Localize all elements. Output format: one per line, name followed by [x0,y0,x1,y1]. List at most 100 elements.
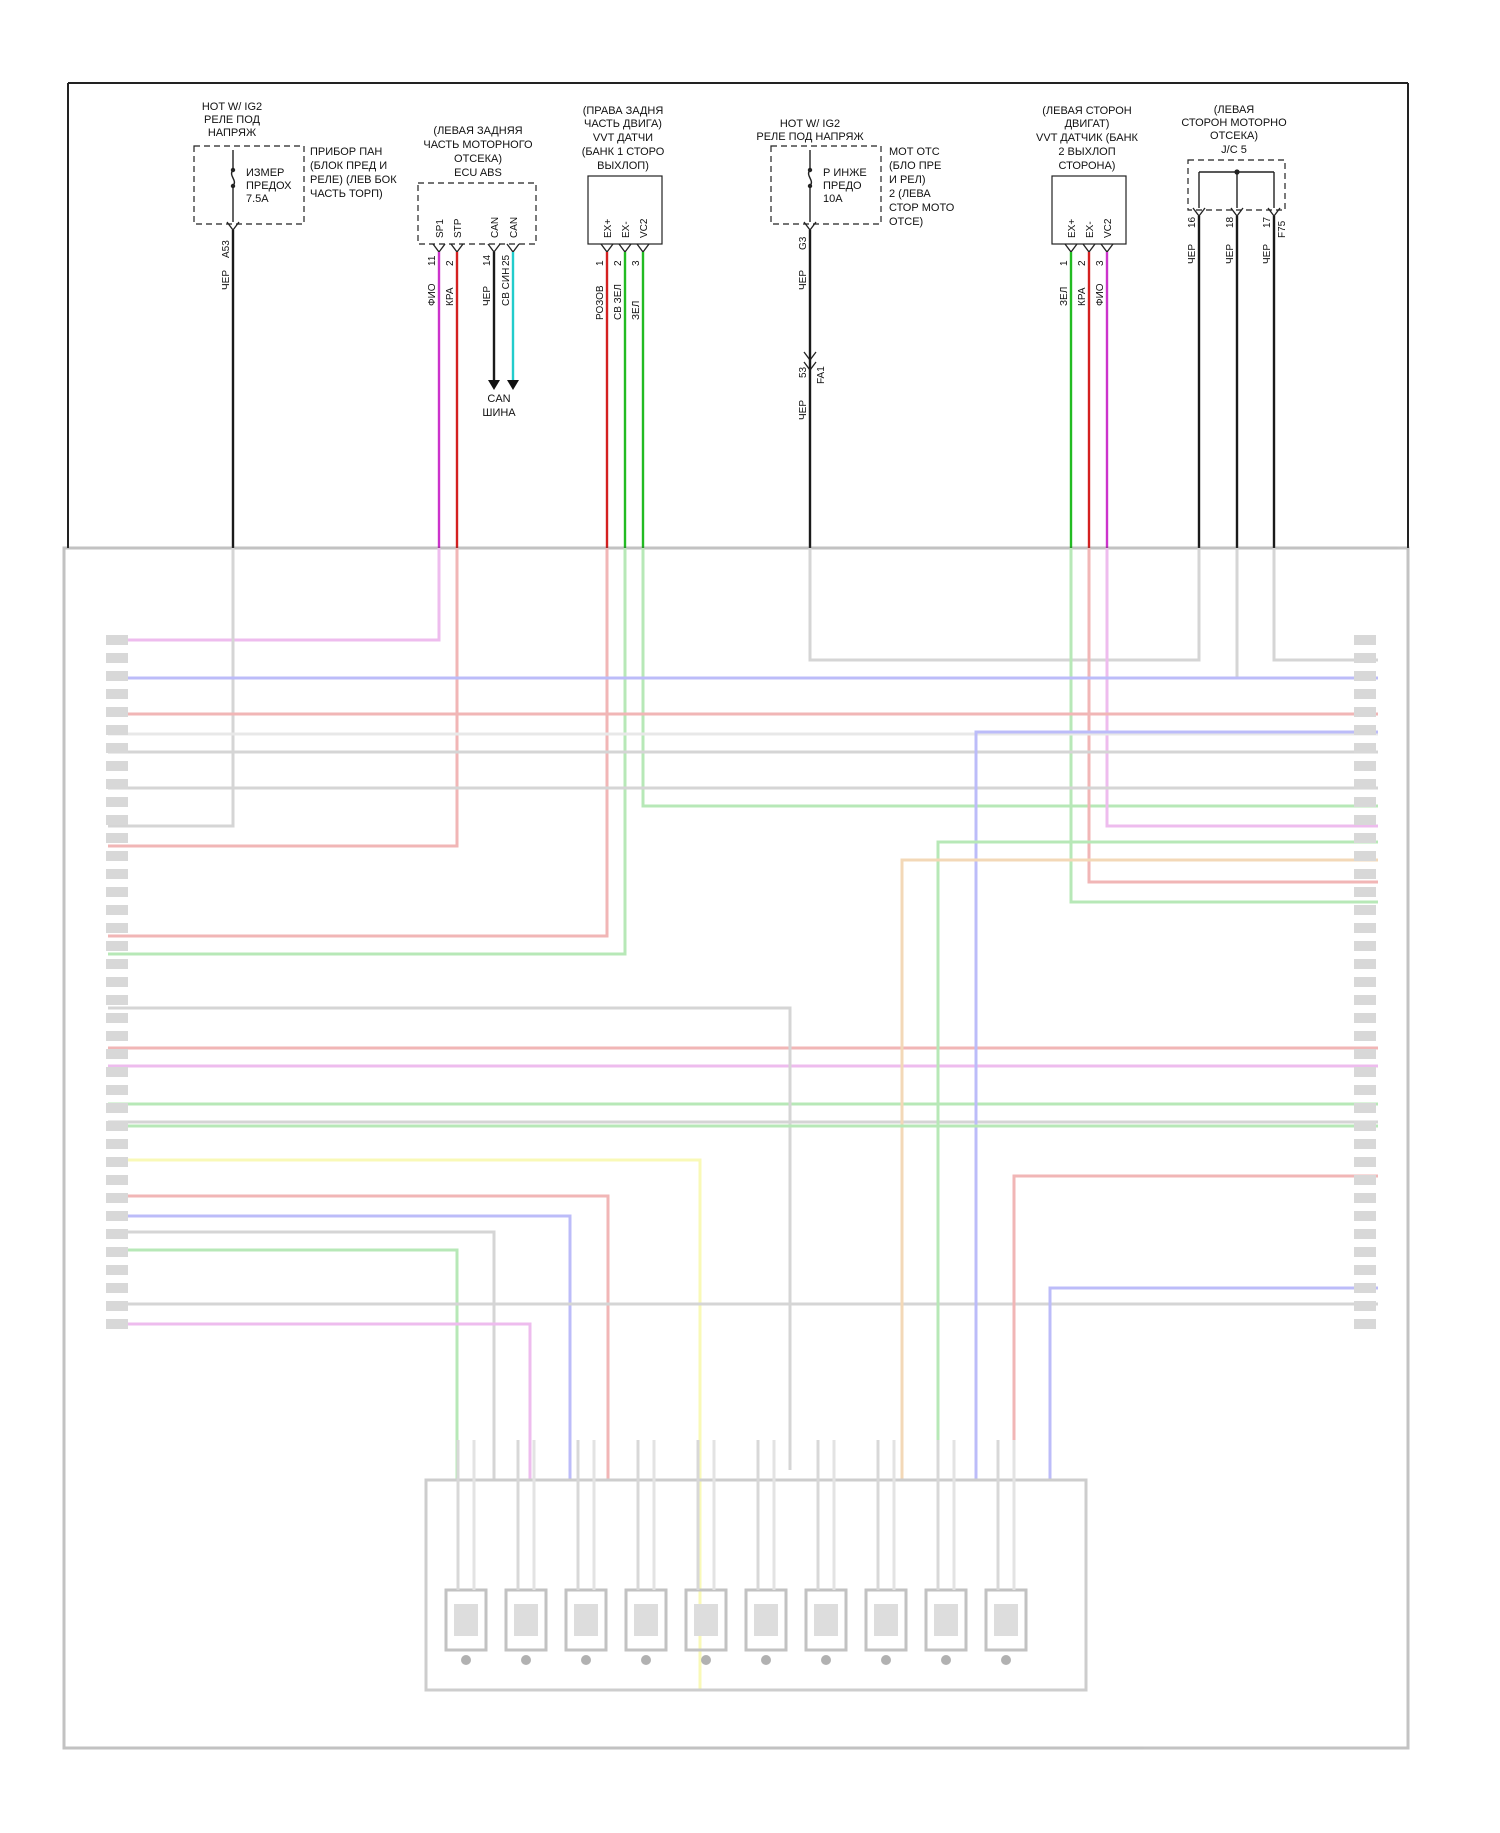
jc5-pin-number: 16 [1187,216,1198,228]
ecm-pin-stub [1354,1013,1376,1023]
ecm-pin-stub [1354,1301,1376,1311]
fuse-terminal-icon [808,168,812,172]
ecm-pin-stub [106,923,128,933]
vvt-left-location-2: ДВИГАТ) [1065,118,1110,130]
inj-wire-color: ЧЕР [798,270,809,290]
ecm-pin-stub [106,887,128,897]
gauge-location-1: ПРИБОР ПАН [310,146,382,158]
inj-connector-id: G3 [798,236,809,250]
inj-fuse-label-2: ПРЕДО [823,180,862,192]
abs-pin-number: 11 [427,255,438,266]
inj-inline-pin: 53 [798,366,809,378]
ecm-pin-stub [1354,887,1376,897]
harness-wire [108,1008,790,1470]
harness-wire [1050,1288,1378,1480]
ecm-pin-stub [106,1265,128,1275]
ecm-pin-stub [106,725,128,735]
ecm-pin-stub [1354,779,1376,789]
ecm-pin-stub [1354,1211,1376,1221]
ecm-pin-stub [106,941,128,951]
ecm-pin-stub [106,1175,128,1185]
gauge-location-2: (БЛОК ПРЕД И [310,160,387,172]
inj-location-3: И РЕЛ) [889,174,926,186]
vvt-right-pin-name: VC2 [639,218,650,238]
ecm-pin-stub [106,779,128,789]
connector-chevron-icon [1101,244,1113,252]
ecm-pin-stub [1354,869,1376,879]
ground-point-icon [581,1655,591,1665]
connector-chevron-icon [227,222,239,230]
gauge-fuse-block: HOT W/ IG2 РЕЛЕ ПОД НАПРЯЖ ИЗМЕР ПРЕДОХ … [194,101,397,548]
ecm-pin-stub [1354,689,1376,699]
ground-point-icon [701,1655,711,1665]
jc5-wire-color: ЧЕР [1262,244,1273,264]
harness-wire [108,1216,570,1480]
vvt-right-location-2: ЧАСТЬ ДВИГА) [584,118,662,130]
ecm-pin-stub [106,653,128,663]
ecm-pin-stub [1354,743,1376,753]
abs-location-2: ЧАСТЬ МОТОРНОГО [423,139,533,151]
ecm-pin-stub [106,833,128,843]
ecm-harness-area [64,548,1408,1748]
harness-wire [108,1232,494,1480]
vvt-right-location-3: VVT ДАТЧИ [593,132,653,144]
connector-chevron-icon [619,244,631,252]
jc5-location-3: ОТСЕКА) [1210,130,1258,142]
ecm-pin-stub [106,869,128,879]
connector-chevron-icon [637,244,649,252]
connector-chevron-icon [433,244,445,252]
inj-hot-label-2: РЕЛЕ ПОД НАПРЯЖ [756,131,863,143]
injector-body [934,1604,958,1636]
ecm-pin-stub [106,1247,128,1257]
ecm-pin-stub [1354,1121,1376,1131]
connector-chevron-icon [1268,208,1280,216]
harness-wire [976,732,1378,1480]
vvt-left-location-1: (ЛЕВАЯ СТОРОН [1042,105,1132,117]
harness-wire [902,860,1378,1480]
gauge-hot-label-2: РЕЛЕ ПОД [204,114,261,126]
ecm-pin-stub [1354,1139,1376,1149]
ecm-pin-stub [1354,905,1376,915]
ecm-pin-stub [1354,1283,1376,1293]
ecm-pin-stub [106,1013,128,1023]
ecm-pin-stub [106,959,128,969]
ground-point-icon [941,1655,951,1665]
ecm-pin-stub [1354,1319,1376,1329]
ecm-pin-stub [1354,1031,1376,1041]
ground-point-icon [521,1655,531,1665]
ecm-pin-stub [1354,851,1376,861]
ecm-pin-stub [106,761,128,771]
harness-wire [108,1196,608,1480]
gauge-fuse-label-3: 7.5A [246,193,269,205]
ecm-pin-stub [106,977,128,987]
vvt-left-pin-name: EX- [1085,221,1096,238]
ecm-pin-stub [106,1031,128,1041]
vvt-right-location-4: (БАНК 1 СТОРО [582,146,665,158]
connector-chevron-icon [488,244,500,252]
vvt-left-pin-number: 3 [1095,260,1106,266]
ecm-pin-stub [1354,1085,1376,1095]
harness-wire [108,548,607,936]
inj-inline-connector: FA1 [816,366,827,384]
harness-wire [810,548,1199,660]
inj-location-6: ОТСЕ) [889,216,923,228]
vvt-left-location-4: 2 ВЫХЛОП [1058,146,1115,158]
inj-hot-label-1: HOT W/ IG2 [780,118,840,130]
abs-location-1: (ЛЕВАЯ ЗАДНЯЯ [433,125,522,137]
ecm-pin-stub [106,1229,128,1239]
arrow-down-icon [507,380,519,390]
ecm-pin-stub [1354,815,1376,825]
ecm-pin-stub [1354,941,1376,951]
junction-bus-icon [1199,172,1274,208]
vvt-right-pin-number: 2 [613,260,624,266]
injector-body [754,1604,778,1636]
ecm-pin-stub [106,1193,128,1203]
ecm-pin-stub [106,689,128,699]
inj-wire-color-2: ЧЕР [798,400,809,420]
ecm-pin-stub [106,1211,128,1221]
ecm-pin-stub [106,1085,128,1095]
connector-chevron-icon [1065,244,1077,252]
ground-point-icon [881,1655,891,1665]
gauge-location-4: ЧАСТЬ ТОРП) [310,188,383,200]
